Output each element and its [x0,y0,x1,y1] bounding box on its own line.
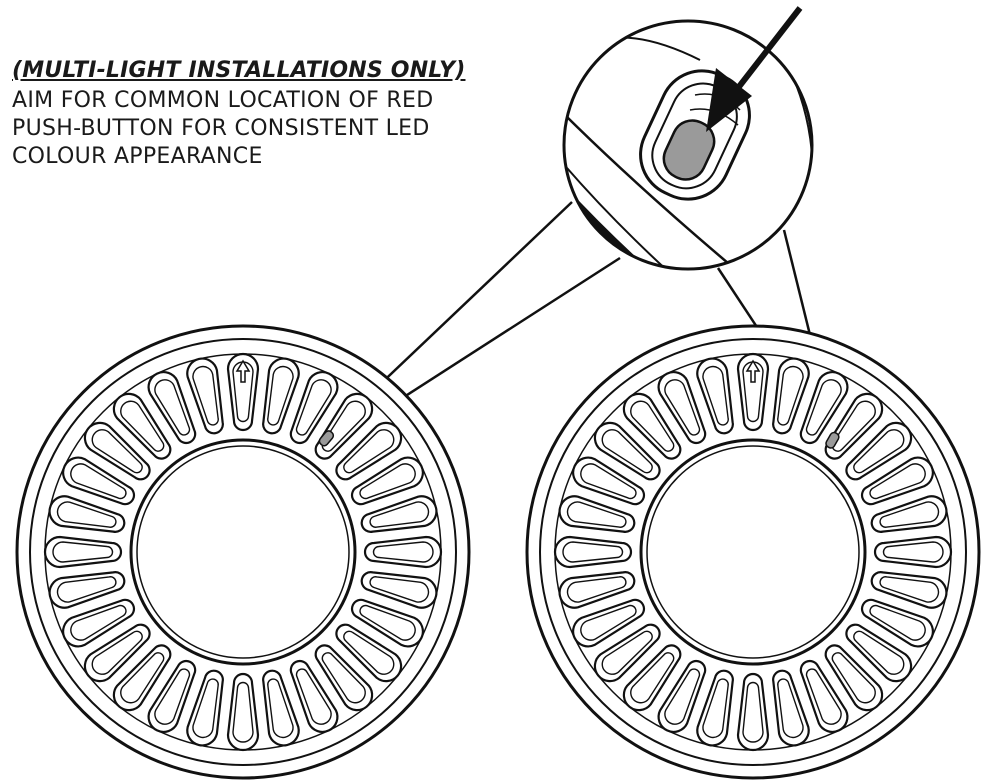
slot [147,371,197,445]
pointer-arrow-icon [706,6,803,132]
right-slot-ring [553,352,953,752]
slot [696,669,734,747]
slot [657,371,707,445]
slot [147,659,197,733]
slot [112,392,172,460]
slot [289,659,339,733]
slot [43,535,123,569]
slot [62,598,136,648]
slot [772,669,810,747]
slot [350,598,424,648]
right-lens [639,438,867,666]
slot [558,571,636,609]
note-line-1: AIM FOR COMMON LOCATION OF RED [12,88,434,113]
slot [48,571,126,609]
left-lens [129,438,357,666]
right-inner-rim [539,338,967,766]
slot [622,392,682,460]
slot [873,535,953,569]
slot [360,495,438,533]
note-heading: (MULTI-LIGHT INSTALLATIONS ONLY) [12,58,466,83]
slot [335,623,403,683]
up-arrow-icon [745,359,761,383]
note-line-2: PUSH-BUTTON FOR CONSISTENT LED [12,116,430,141]
slot [593,421,661,481]
slot [553,535,633,569]
slot [845,623,913,683]
magnified-red-push-button [662,119,716,181]
slot [860,598,934,648]
left-lens-inner [136,445,350,659]
slot [363,535,443,569]
red-push-button-icon [318,430,335,447]
slot [186,669,224,747]
slot [558,495,636,533]
slot [83,421,151,481]
slot [360,571,438,609]
left-slot-ring [43,352,443,752]
magnified-rim-edge-2 [564,159,701,269]
slot [799,371,849,445]
slot [350,456,424,506]
slot [622,644,682,712]
up-arrow-icon [235,359,251,383]
slot [772,357,810,435]
slot [335,421,403,481]
slot [314,644,374,712]
slot [226,352,260,432]
instruction-note: (MULTI-LIGHT INSTALLATIONS ONLY) AIM FOR… [12,58,552,171]
slot [736,672,770,752]
slot [870,495,948,533]
note-line-3: COLOUR APPEARANCE [12,144,263,169]
slot [572,456,646,506]
left-inner-rim [29,338,457,766]
slot [289,371,339,445]
slot [845,421,913,481]
slot [736,352,770,432]
right-lens-inner [646,445,860,659]
slot [799,659,849,733]
slot [696,357,734,435]
slot [262,669,300,747]
slot [824,644,884,712]
slot [112,644,172,712]
slot [226,672,260,752]
slot [262,357,300,435]
slot [62,456,136,506]
slot [48,495,126,533]
right-light-fixture [525,324,981,780]
slot [572,598,646,648]
red-push-button-icon [825,431,840,449]
slot [860,456,934,506]
slot [186,357,224,435]
slot [83,623,151,683]
magnifier-callout-icon [562,19,814,271]
slot [870,571,948,609]
slot [593,623,661,683]
slot [657,659,707,733]
left-light-fixture [15,324,471,780]
